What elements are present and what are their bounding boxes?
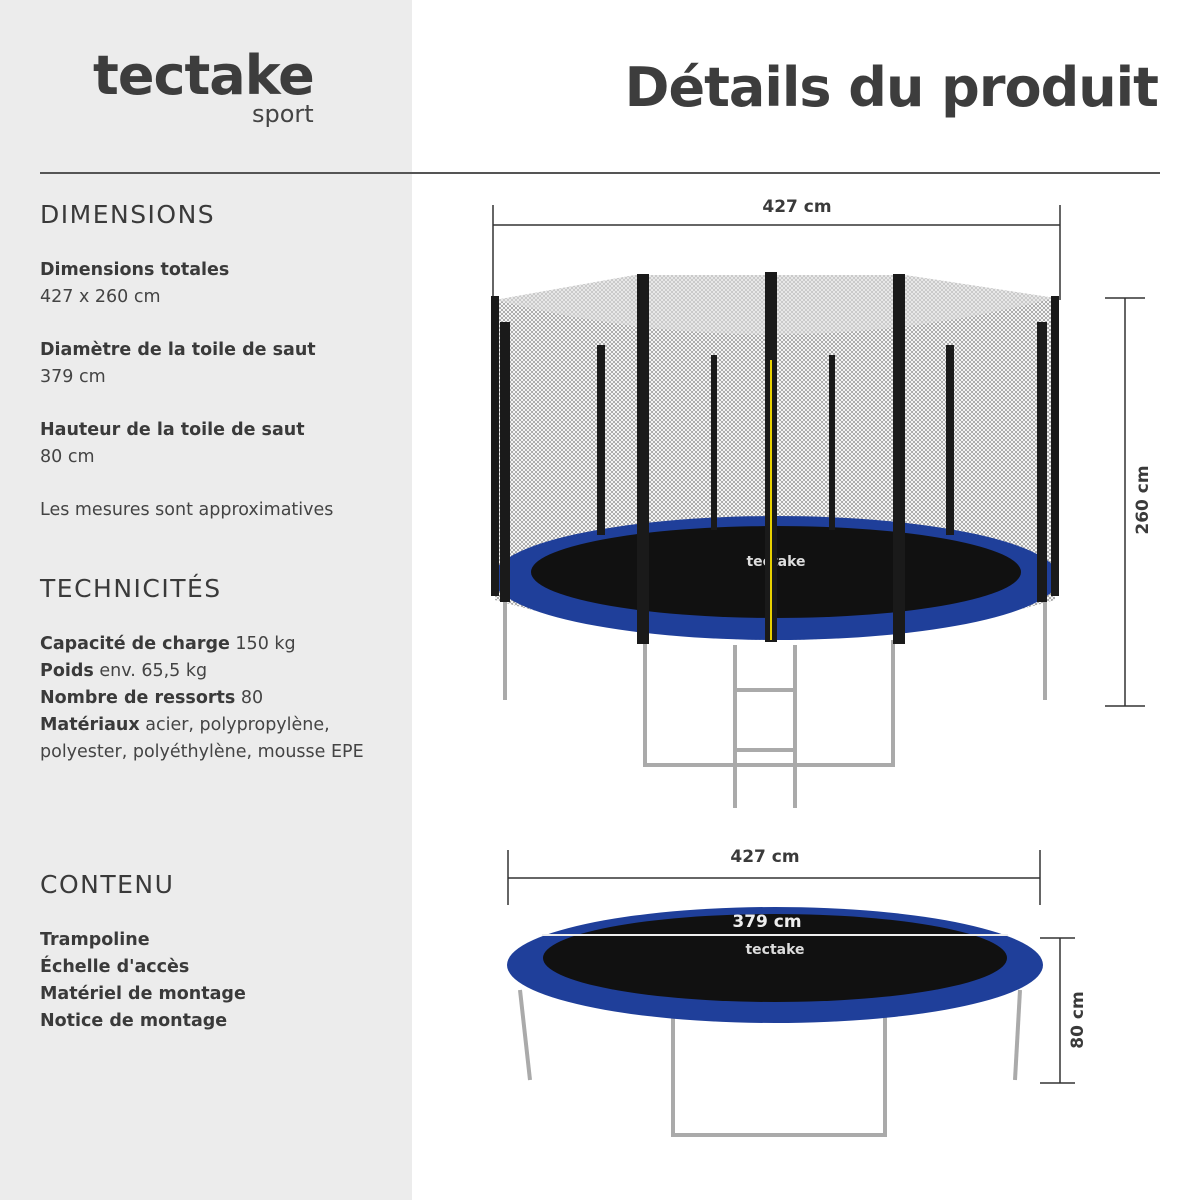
dim-value: 379 cm xyxy=(40,367,106,387)
contenu-item: Échelle d'accès xyxy=(40,957,190,977)
tech-value: 150 kg xyxy=(235,634,296,654)
brand-sub: sport xyxy=(252,100,314,128)
dim-value: 427 x 260 cm xyxy=(40,287,161,307)
dimensions-heading: DIMENSIONS xyxy=(40,200,216,229)
tech-label: Nombre de ressorts xyxy=(40,688,236,708)
page-title: Détails du produit xyxy=(624,56,1159,119)
tech-label: Matériaux xyxy=(40,715,140,735)
dim-label: Diamètre de la toile de saut xyxy=(40,340,316,360)
contenu-list: Trampoline Échelle d'accès Matériel de m… xyxy=(40,927,400,1035)
bottom-height-label: 80 cm xyxy=(1068,991,1088,1048)
technicites-heading: TECHNICITÉS xyxy=(40,574,222,603)
contenu-item: Trampoline xyxy=(40,930,150,950)
bottom-trampoline: 427 cm 80 cm 379 cm tectake xyxy=(507,847,1088,1137)
dim-label: Dimensions totales xyxy=(40,260,230,280)
tech-value: 80 xyxy=(240,688,264,708)
bottom-diameter-label: 379 cm xyxy=(732,912,801,932)
contenu-item: Matériel de montage xyxy=(40,984,246,1004)
dim-note: Les mesures sont approximatives xyxy=(40,500,334,520)
contenu-item: Notice de montage xyxy=(40,1011,228,1031)
bottom-mat-logo: tectake xyxy=(745,942,804,958)
tech-value: env. 65,5 kg xyxy=(99,661,208,681)
dim-item: Diamètre de la toile de saut 379 cm xyxy=(40,337,400,391)
tech-label: Capacité de charge xyxy=(40,634,230,654)
tech-list: Capacité de charge 150 kg Poids env. 65,… xyxy=(40,631,400,766)
top-height-label: 260 cm xyxy=(1133,465,1153,534)
dim-value: 80 cm xyxy=(40,447,95,467)
brand-logo: tectake xyxy=(93,44,315,107)
dim-label: Hauteur de la toile de saut xyxy=(40,420,305,440)
divider xyxy=(40,172,1160,174)
dim-item: Dimensions totales 427 x 260 cm xyxy=(40,257,400,311)
top-trampoline: 427 cm 260 cm tectake xyxy=(491,197,1153,808)
tech-value: acier, polypropylène, polyester, polyéth… xyxy=(40,715,364,762)
tech-label: Poids xyxy=(40,661,94,681)
left-panel xyxy=(0,0,412,1200)
bottom-width-label: 427 cm xyxy=(730,847,799,867)
dim-item: Hauteur de la toile de saut 80 cm xyxy=(40,417,400,471)
contenu-heading: CONTENU xyxy=(40,870,175,899)
top-width-label: 427 cm xyxy=(762,197,831,217)
